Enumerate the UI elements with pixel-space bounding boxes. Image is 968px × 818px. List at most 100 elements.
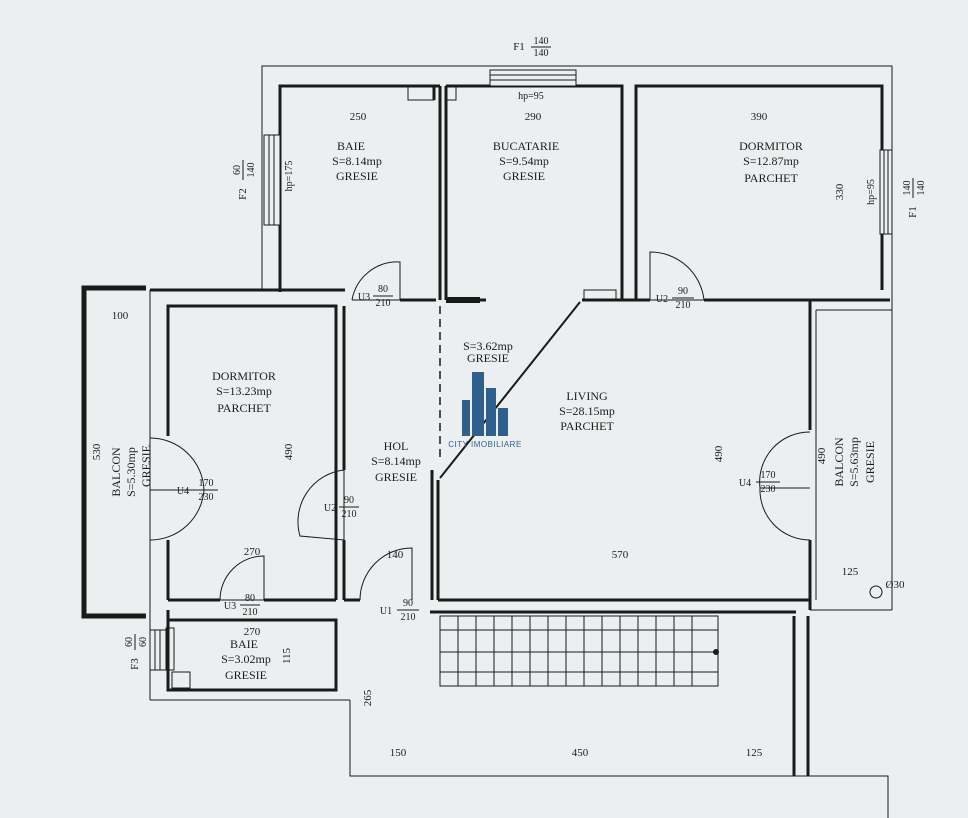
room-area: S=28.15mp — [559, 404, 615, 418]
room-height: 330 — [834, 183, 846, 200]
room-name: BAIE — [230, 637, 258, 651]
door-width: 80 — [245, 593, 255, 604]
room-hall-small: S=3.62mp GRESIE — [463, 339, 513, 365]
room-area: S=3.62mp — [463, 339, 513, 353]
door-width: 170 — [761, 470, 776, 481]
room-height: 490 — [713, 445, 725, 462]
door-label: U2 — [656, 294, 668, 305]
room-name: BALCON — [109, 447, 123, 497]
door-label: U3 — [358, 292, 370, 303]
room-area: S=13.23mp — [216, 384, 272, 398]
room-height: 115 — [281, 647, 293, 664]
room-baie-top: 250 BAIE S=8.14mp GRESIE — [332, 111, 382, 183]
room-width: 125 — [842, 566, 859, 578]
room-name: DORMITOR — [739, 139, 803, 153]
window-label: F3 — [129, 658, 141, 670]
door-u3-top: U3 80 210 — [358, 284, 393, 309]
door-u3-bottom: U3 80 210 — [224, 593, 260, 618]
room-width: 570 — [612, 549, 629, 561]
room-area: S=8.14mp — [332, 154, 382, 168]
room-floor: GRESIE — [375, 470, 417, 484]
door-width: 90 — [403, 598, 413, 609]
pipe-diameter: Ø30 — [886, 579, 905, 591]
room-name: BAIE — [337, 139, 365, 153]
room-floor: GRESIE — [225, 668, 267, 682]
room-area: S=3.02mp — [221, 652, 271, 666]
door-height: 210 — [342, 509, 357, 520]
room-width: 290 — [525, 111, 542, 123]
window-height: 140 — [916, 181, 927, 196]
window-label: F2 — [237, 188, 249, 200]
door-label: U3 — [224, 601, 236, 612]
dim-150: 150 — [390, 747, 407, 759]
room-area: S=5.63mp — [847, 437, 861, 487]
room-name: BALCON — [832, 437, 846, 487]
room-dormitor-top: 390 DORMITOR S=12.87mp PARCHET 330 — [739, 111, 846, 200]
room-width: 270 — [244, 626, 261, 638]
dim-450: 450 — [572, 747, 589, 759]
dim-125: 125 — [746, 747, 763, 759]
room-width: 100 — [112, 310, 129, 322]
door-label: U2 — [324, 503, 336, 514]
baie-sill-height: hp=175 — [284, 161, 295, 192]
room-area: S=12.87mp — [743, 154, 799, 168]
room-width: 270 — [244, 546, 261, 558]
room-width: 390 — [751, 111, 768, 123]
door-u2-right: U2 90 210 — [656, 286, 694, 311]
window-width: 60 — [124, 637, 135, 647]
windows — [149, 69, 893, 671]
door-u2-hol: U2 90 210 — [324, 495, 359, 520]
window-label: F1 — [907, 206, 919, 218]
door-swings — [149, 251, 883, 601]
room-area: S=8.14mp — [371, 454, 421, 468]
room-width: 250 — [350, 111, 367, 123]
window-height: 140 — [246, 163, 257, 178]
room-floor: GRESIE — [503, 169, 545, 183]
window-height: 140 — [534, 48, 549, 59]
staircase — [439, 615, 719, 687]
door-label: U4 — [177, 486, 189, 497]
room-floor: PARCHET — [217, 401, 271, 415]
door-label: U4 — [739, 478, 751, 489]
bottom-dimensions: 265 150 450 125 — [362, 689, 763, 759]
door-u4-right: U4 170 230 — [739, 470, 780, 495]
window-width: 140 — [534, 36, 549, 47]
dim-265: 265 — [362, 689, 374, 706]
window-height: 60 — [138, 637, 149, 647]
room-name: DORMITOR — [212, 369, 276, 383]
room-balcon-right: 490 BALCON S=5.63mp GRESIE 125 Ø30 — [816, 437, 905, 591]
room-baie-bottom: 270 BAIE S=3.02mp GRESIE 115 — [221, 626, 293, 682]
room-name: BUCATARIE — [493, 139, 559, 153]
window-f2-label: F2 60 140 — [232, 160, 257, 200]
door-width: 80 — [378, 284, 388, 295]
room-living: LIVING S=28.15mp PARCHET 490 570 — [559, 389, 725, 561]
window-sill-height: hp=95 — [518, 91, 544, 102]
door-height: 210 — [676, 300, 691, 311]
door-height: 210 — [243, 607, 258, 618]
door-u4-left: U4 170 230 — [177, 478, 218, 503]
door-height: 210 — [401, 612, 416, 623]
room-height: 530 — [91, 443, 103, 460]
room-bucatarie: 290 BUCATARIE S=9.54mp GRESIE — [493, 111, 559, 183]
door-u1: U1 90 210 — [380, 598, 419, 623]
window-label: F1 — [513, 41, 525, 53]
door-height: 210 — [376, 298, 391, 309]
room-floor: GRESIE — [863, 441, 877, 483]
room-width: 140 — [387, 549, 404, 561]
door-label: U1 — [380, 606, 392, 617]
window-f1-top-label: F1 140 140 hp=95 — [513, 36, 551, 102]
room-floor: GRESIE — [139, 445, 153, 487]
city-imobiliare-logo: CITY IMOBILIARE — [448, 372, 521, 449]
door-width: 90 — [344, 495, 354, 506]
room-floor: GRESIE — [336, 169, 378, 183]
room-hol: HOL S=8.14mp GRESIE 140 — [371, 439, 421, 561]
window-width: 60 — [232, 165, 243, 175]
room-height: 490 — [283, 443, 295, 460]
room-name: LIVING — [566, 389, 608, 403]
room-balcon-left: 100 530 BALCON S=5.30mp GRESIE — [91, 310, 153, 497]
door-width: 90 — [678, 286, 688, 297]
window-width: 140 — [902, 181, 913, 196]
window-f1-right-label: F1 140 140 — [902, 178, 927, 218]
room-floor: PARCHET — [560, 419, 614, 433]
door-height: 230 — [199, 492, 214, 503]
